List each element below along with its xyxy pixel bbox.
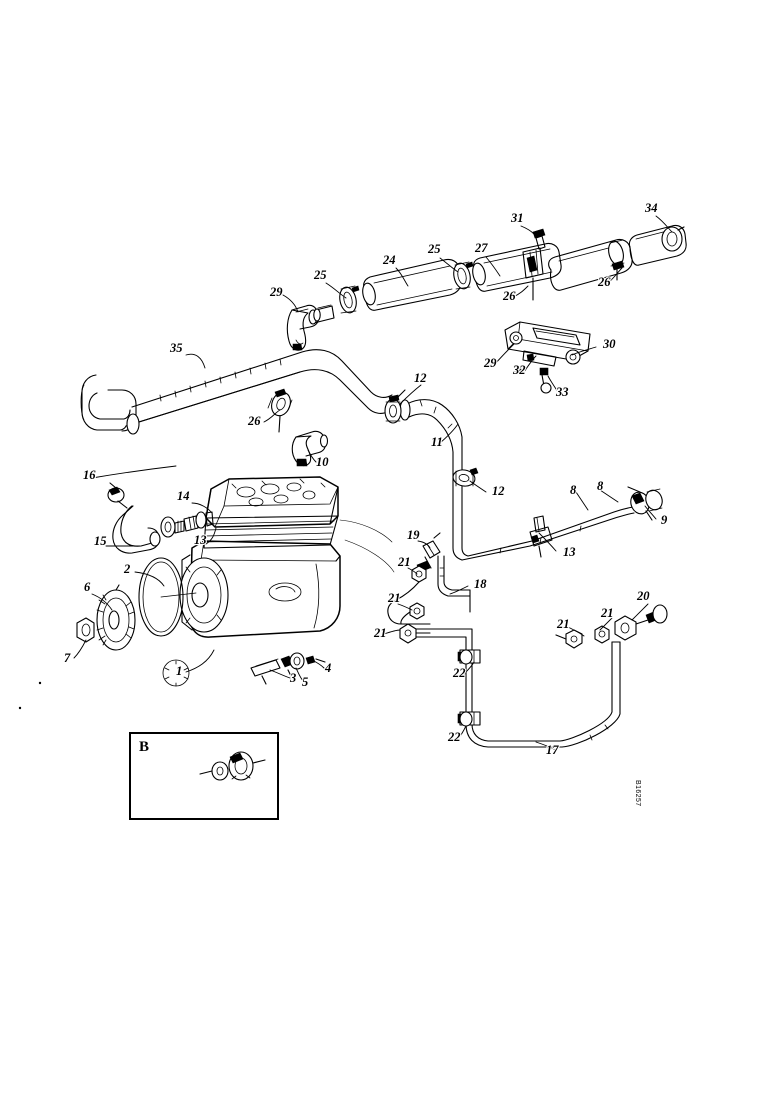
callout-c13: 13 — [194, 533, 207, 547]
hose-clamp-25b — [453, 261, 474, 290]
callout-c33: 33 — [555, 385, 569, 399]
callout-c25b: 25 — [427, 242, 441, 256]
callout-c12: 12 — [414, 371, 427, 385]
crankshaft-nut-1 — [162, 659, 190, 687]
nut-21e — [555, 629, 583, 649]
drawing-code: B16257 — [634, 780, 641, 807]
nut-21c — [399, 623, 431, 644]
hose-clamp-12b — [452, 467, 479, 487]
callout-c10: 10 — [316, 455, 329, 469]
callout-c29b: 29 — [483, 356, 497, 370]
callout-c4: 4 — [324, 661, 331, 675]
nut-7 — [76, 617, 95, 643]
callout-c21b: 21 — [387, 591, 401, 605]
callout-c35: 35 — [169, 341, 183, 355]
callout-c6: 6 — [84, 580, 91, 594]
callout-c17: 17 — [546, 743, 559, 757]
clamp-22a — [457, 649, 481, 665]
callout-c21d: 21 — [556, 617, 570, 631]
callout-c16: 16 — [83, 468, 96, 482]
misc-marks — [18, 519, 395, 710]
discharge-hose-11 — [384, 389, 479, 561]
callout-c29: 29 — [269, 285, 283, 299]
callout-c9: 9 — [661, 513, 668, 527]
inset-parts — [199, 751, 266, 781]
callout-c12b: 12 — [492, 484, 505, 498]
callout-c28: 28 — [511, 363, 525, 377]
callout-c18: 18 — [474, 577, 487, 591]
callout-c30: 30 — [602, 337, 616, 351]
callout-c22: 22 — [452, 666, 466, 680]
callout-c13b: 13 — [563, 545, 576, 559]
tee-fitting-8 — [529, 515, 553, 558]
intake-tube-assembly — [286, 224, 687, 351]
clamp-22b — [457, 711, 481, 727]
nut-20 — [614, 604, 668, 641]
fitting-19 — [416, 532, 441, 573]
intake-elbow-29 — [286, 304, 321, 351]
callout-c26: 26 — [502, 289, 516, 303]
callout-c32: 32 — [512, 363, 526, 377]
callout-c26c: 26 — [247, 414, 261, 428]
callout-c20: 20 — [636, 589, 650, 603]
valve-parts-13-14 — [160, 511, 214, 538]
callout-c19: 19 — [407, 528, 420, 542]
callout-c1: 1 — [176, 664, 182, 678]
callout-c34: 34 — [644, 201, 658, 215]
mounting-hardware-3-4-5 — [250, 652, 326, 685]
intake-hose-35 — [80, 349, 393, 467]
hose-clamp-26c — [267, 388, 293, 433]
callout-c22b: 22 — [447, 730, 461, 744]
air-line-13 — [461, 486, 663, 561]
hose-clamp-26b — [608, 239, 625, 281]
nut-21d — [594, 625, 610, 644]
callout-c21: 21 — [397, 555, 411, 569]
callout-c24: 24 — [382, 253, 396, 267]
union-fitting-9 — [627, 486, 663, 521]
nut-21a — [411, 565, 427, 583]
callout-c27: 27 — [474, 241, 488, 255]
callout-c8b: 8 — [597, 479, 604, 493]
callout-c5: 5 — [302, 675, 308, 689]
callout-c2: 2 — [123, 562, 130, 576]
gasket-2 — [138, 557, 197, 637]
tube-bracket-31 — [522, 228, 546, 301]
callout-c14: 14 — [177, 489, 190, 503]
inlet-hose-15 — [107, 482, 161, 554]
elbow-10 — [291, 430, 329, 467]
callout-c25: 25 — [313, 268, 327, 282]
intake-coupling-left — [308, 304, 335, 325]
callout-c21e: 21 — [600, 606, 614, 620]
callout-c21c: 21 — [373, 626, 387, 640]
nut-21b — [409, 602, 425, 620]
callout-c26b: 26 — [597, 275, 611, 289]
callout-c3: 3 — [289, 671, 296, 685]
lower-air-lines — [387, 532, 668, 748]
hose-clamp-12a — [384, 389, 406, 424]
callout-c15: 15 — [94, 534, 107, 548]
leader-lines — [73, 215, 673, 751]
callout-c7: 7 — [64, 651, 71, 665]
inset-box-b: B — [129, 732, 279, 820]
callout-c11: 11 — [431, 435, 443, 449]
hose-clamp-25a — [339, 285, 360, 314]
callout-c31: 31 — [510, 211, 524, 225]
mounting-bracket-assembly — [504, 321, 591, 394]
inset-label: B — [139, 739, 149, 755]
pipe-end-34 — [661, 226, 685, 252]
drive-gear-6 — [96, 584, 136, 651]
compressor-body — [76, 476, 341, 687]
callout-c8: 8 — [570, 483, 577, 497]
